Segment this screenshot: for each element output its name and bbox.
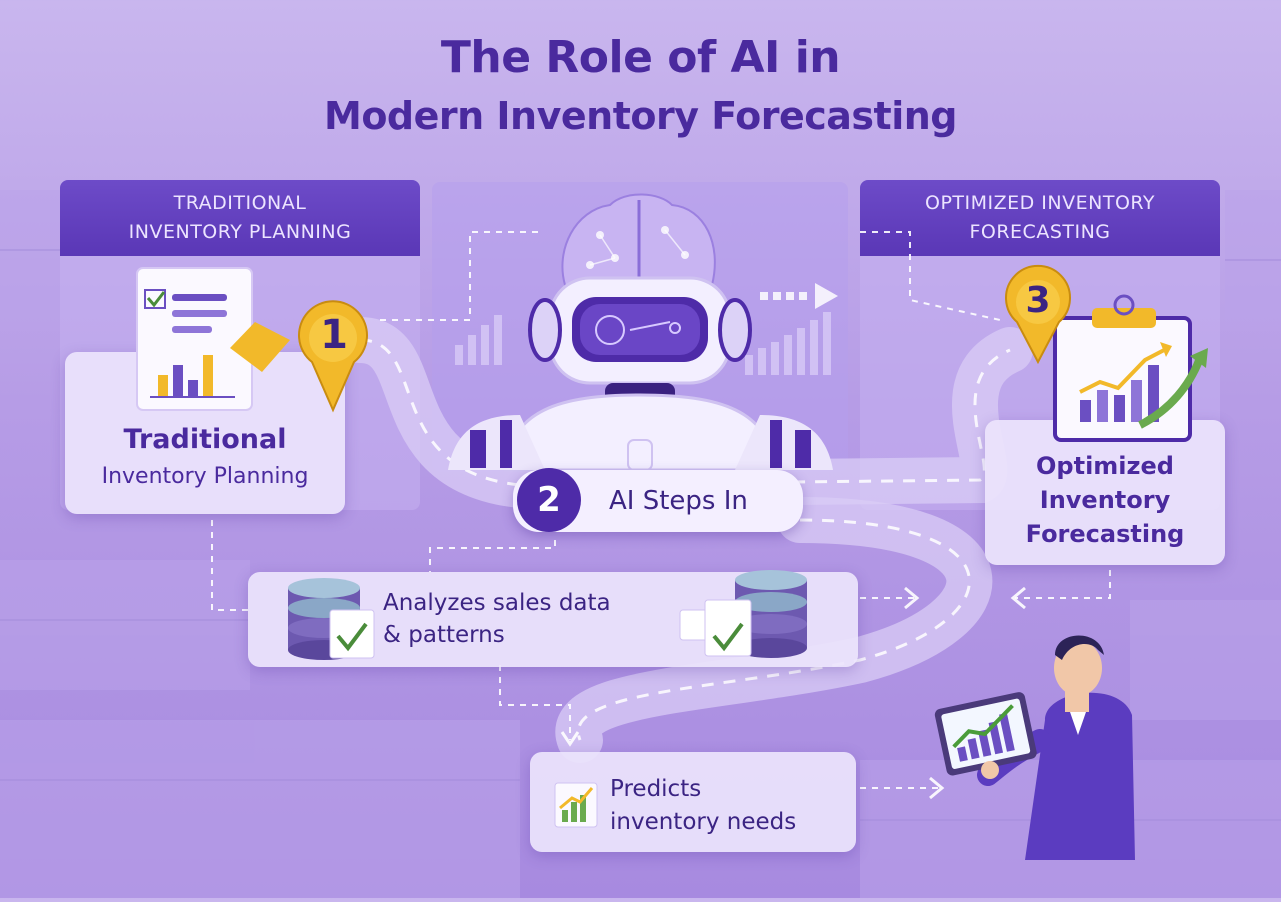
title-line-2: Modern Inventory Forecasting (324, 94, 957, 138)
step-3-label-line-2: Inventory (1039, 486, 1171, 514)
step-2-label: AI Steps In (609, 486, 748, 516)
predict-label-line-1: Predicts (610, 776, 702, 802)
step-2-pill: 2 AI Steps In (513, 468, 803, 532)
step-2-number: 2 (537, 480, 561, 520)
analyze-card: Analyzes sales data & patterns (248, 572, 858, 667)
title-line-1: The Role of AI in (440, 32, 841, 83)
traditional-panel-header-text: TRADITIONAL INVENTORY PLANNING (128, 192, 352, 243)
step-3-number: 3 (1025, 280, 1051, 321)
analyze-label-line-2: & patterns (383, 622, 505, 648)
optimized-panel-header: OPTIMIZED INVENTORY FORECASTING (860, 180, 1220, 256)
step-1-number: 1 (320, 312, 348, 358)
predict-card: Predicts inventory needs (530, 752, 856, 852)
predict-label-line-2: inventory needs (610, 809, 797, 835)
step-3-label-line-1: Optimized (1036, 452, 1174, 480)
step-1-label-line-2: Inventory Planning (101, 464, 309, 489)
step-2-badge: 2 (517, 468, 581, 532)
step-1-card: Traditional Inventory Planning (65, 352, 345, 514)
step-1-label-line-1: Traditional (123, 424, 287, 455)
traditional-panel-header: TRADITIONAL INVENTORY PLANNING (60, 180, 420, 256)
step-3-label-line-3: Forecasting (1025, 520, 1185, 548)
step-3-card: Optimized Inventory Forecasting (985, 420, 1225, 565)
analyze-label-line-1: Analyzes sales data (383, 590, 611, 616)
optimized-panel-header-text: OPTIMIZED INVENTORY FORECASTING (925, 192, 1155, 243)
